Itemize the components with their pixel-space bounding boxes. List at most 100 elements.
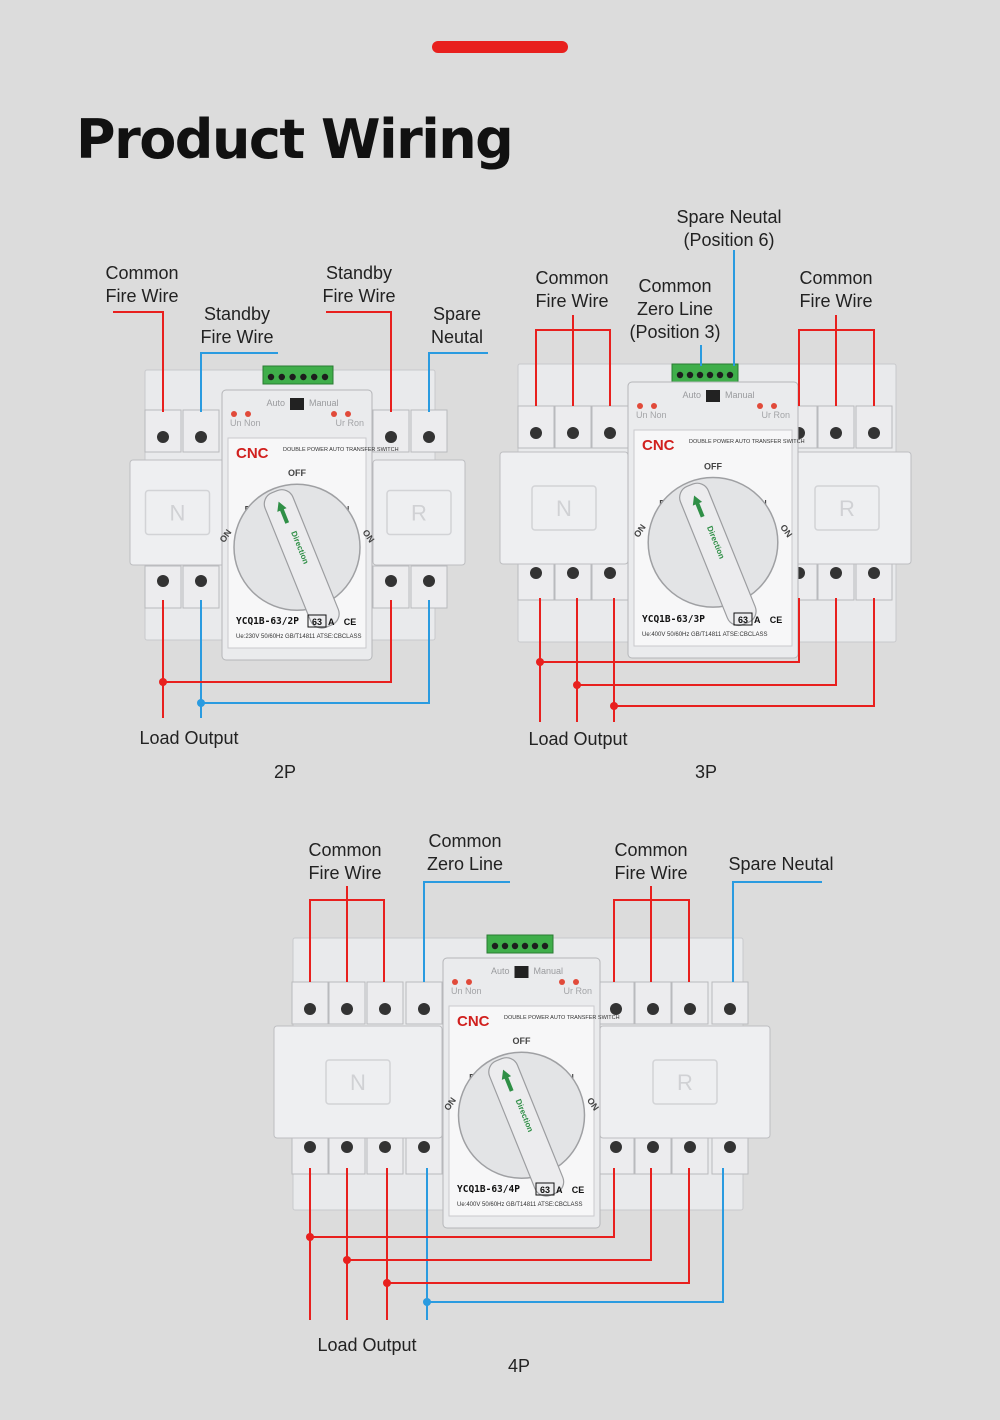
accent-bar — [432, 41, 568, 53]
indicator-led — [245, 411, 251, 417]
terminal-screw — [610, 1003, 622, 1015]
breaker-label-frame — [652, 1059, 718, 1105]
terminal-screw — [157, 575, 169, 587]
connector-screw — [289, 373, 296, 381]
indicator-led — [637, 403, 643, 409]
model-number: YCQ1B-63/4P — [457, 1184, 520, 1195]
rotary-handle: Direction — [679, 482, 757, 627]
device-subtitle: DOUBLE POWER AUTO TRANSFER SWITCH — [283, 447, 399, 453]
device-subtitle: DOUBLE POWER AUTO TRANSFER SWITCH — [504, 1015, 620, 1021]
terminal-screw — [724, 1003, 736, 1015]
connector-screw — [541, 942, 549, 950]
model-number: YCQ1B-63/3P — [642, 614, 705, 625]
model-number: YCQ1B-63/2P — [236, 616, 299, 627]
label-3p-spare-neutal: Spare Neutal(Position 6) — [676, 207, 782, 250]
breaker-label: N — [170, 501, 186, 526]
terminal-screw — [830, 567, 842, 579]
junction-dot — [343, 1256, 351, 1264]
wire-4p-common-zero — [423, 881, 510, 982]
junction-dot — [159, 678, 167, 686]
connector-screw — [311, 373, 318, 381]
wire-4p-bridge-2 — [347, 1168, 652, 1261]
terminal-screw — [868, 427, 880, 439]
page-title: Product Wiring — [76, 108, 514, 171]
breaker-label-frame — [325, 1059, 391, 1105]
rating-value: 63 — [312, 617, 322, 627]
breaker-label: N — [350, 1070, 366, 1095]
wire-4p-bridge-3 — [387, 1168, 690, 1284]
terminal-screw — [341, 1141, 353, 1153]
wire-2p-bridge-blue — [201, 600, 430, 704]
terminal-screw — [304, 1141, 316, 1153]
terminal-screw — [157, 431, 169, 443]
wire-3p-bridge-3 — [614, 598, 875, 707]
junction-dot — [423, 1298, 431, 1306]
terminal-screw — [195, 431, 207, 443]
indicator-led — [757, 403, 763, 409]
wire-4p-bridge-4 — [427, 1168, 724, 1303]
terminal-screw — [379, 1003, 391, 1015]
ce-mark: CE — [770, 615, 783, 625]
terminal-screw — [830, 427, 842, 439]
rating-unit: A — [328, 617, 335, 627]
terminal-screw — [418, 1003, 430, 1015]
junction-dot — [610, 702, 618, 710]
wire-4p-spare-neutal — [732, 881, 822, 982]
mode-manual-label: Manual — [309, 398, 339, 408]
wire-4p-bridge-1 — [310, 1168, 615, 1238]
indicator-led — [771, 403, 777, 409]
junction-dot — [306, 1233, 314, 1241]
terminal-screw — [647, 1141, 659, 1153]
mode-auto-label: Auto — [491, 966, 510, 976]
ce-mark: CE — [572, 1185, 585, 1195]
connector-screw — [521, 942, 529, 950]
rating-value: 63 — [738, 615, 748, 625]
indicator-ur-ron: Ur Ron — [335, 418, 364, 428]
terminal-screw — [684, 1003, 696, 1015]
wire-2p-standby-fire-top — [200, 352, 278, 412]
indicator-un-non: Un Non — [451, 986, 482, 996]
rotary-handle: Direction — [263, 489, 340, 629]
breaker-label-frame — [814, 485, 880, 531]
terminal-screw — [341, 1003, 353, 1015]
breaker-label: N — [556, 496, 572, 521]
rating-unit: A — [754, 615, 761, 625]
terminal-top — [328, 981, 366, 1025]
wire-2p-spare-neutal-top — [428, 352, 488, 412]
terminal-screw — [604, 427, 616, 439]
mode-manual-label: Manual — [725, 390, 755, 400]
caption-3p: 3P — [694, 762, 718, 782]
ce-mark: CE — [344, 617, 357, 627]
mode-switch — [706, 390, 720, 402]
brand-logo: CNC — [236, 445, 269, 462]
indicator-un-non: Un Non — [230, 418, 261, 428]
terminal-screw — [567, 427, 579, 439]
connector-screw — [706, 371, 714, 379]
mode-auto-label: Auto — [266, 398, 285, 408]
indicator-led — [231, 411, 237, 417]
connector-screw — [511, 942, 519, 950]
indicator-ur-ron: Ur Ron — [761, 410, 790, 420]
terminal-screw — [724, 1141, 736, 1153]
terminal-screw — [379, 1141, 391, 1153]
connector-screw — [267, 373, 275, 381]
label-4p-load-output: Load Output — [317, 1335, 417, 1355]
rating-unit: A — [556, 1185, 563, 1195]
breaker-body-r — [372, 459, 466, 566]
junction-dot — [197, 699, 205, 707]
dial-off-label: OFF — [704, 462, 722, 472]
breaker-body-n — [273, 1025, 443, 1139]
junction-dot — [536, 658, 544, 666]
connector-screw — [321, 373, 329, 381]
device-spec: Ue:400V 50/60Hz GB/T14811 ATSE:CBCLASS — [642, 632, 768, 638]
indicator-led — [559, 979, 565, 985]
wire-3p-bridge-1 — [540, 598, 800, 663]
